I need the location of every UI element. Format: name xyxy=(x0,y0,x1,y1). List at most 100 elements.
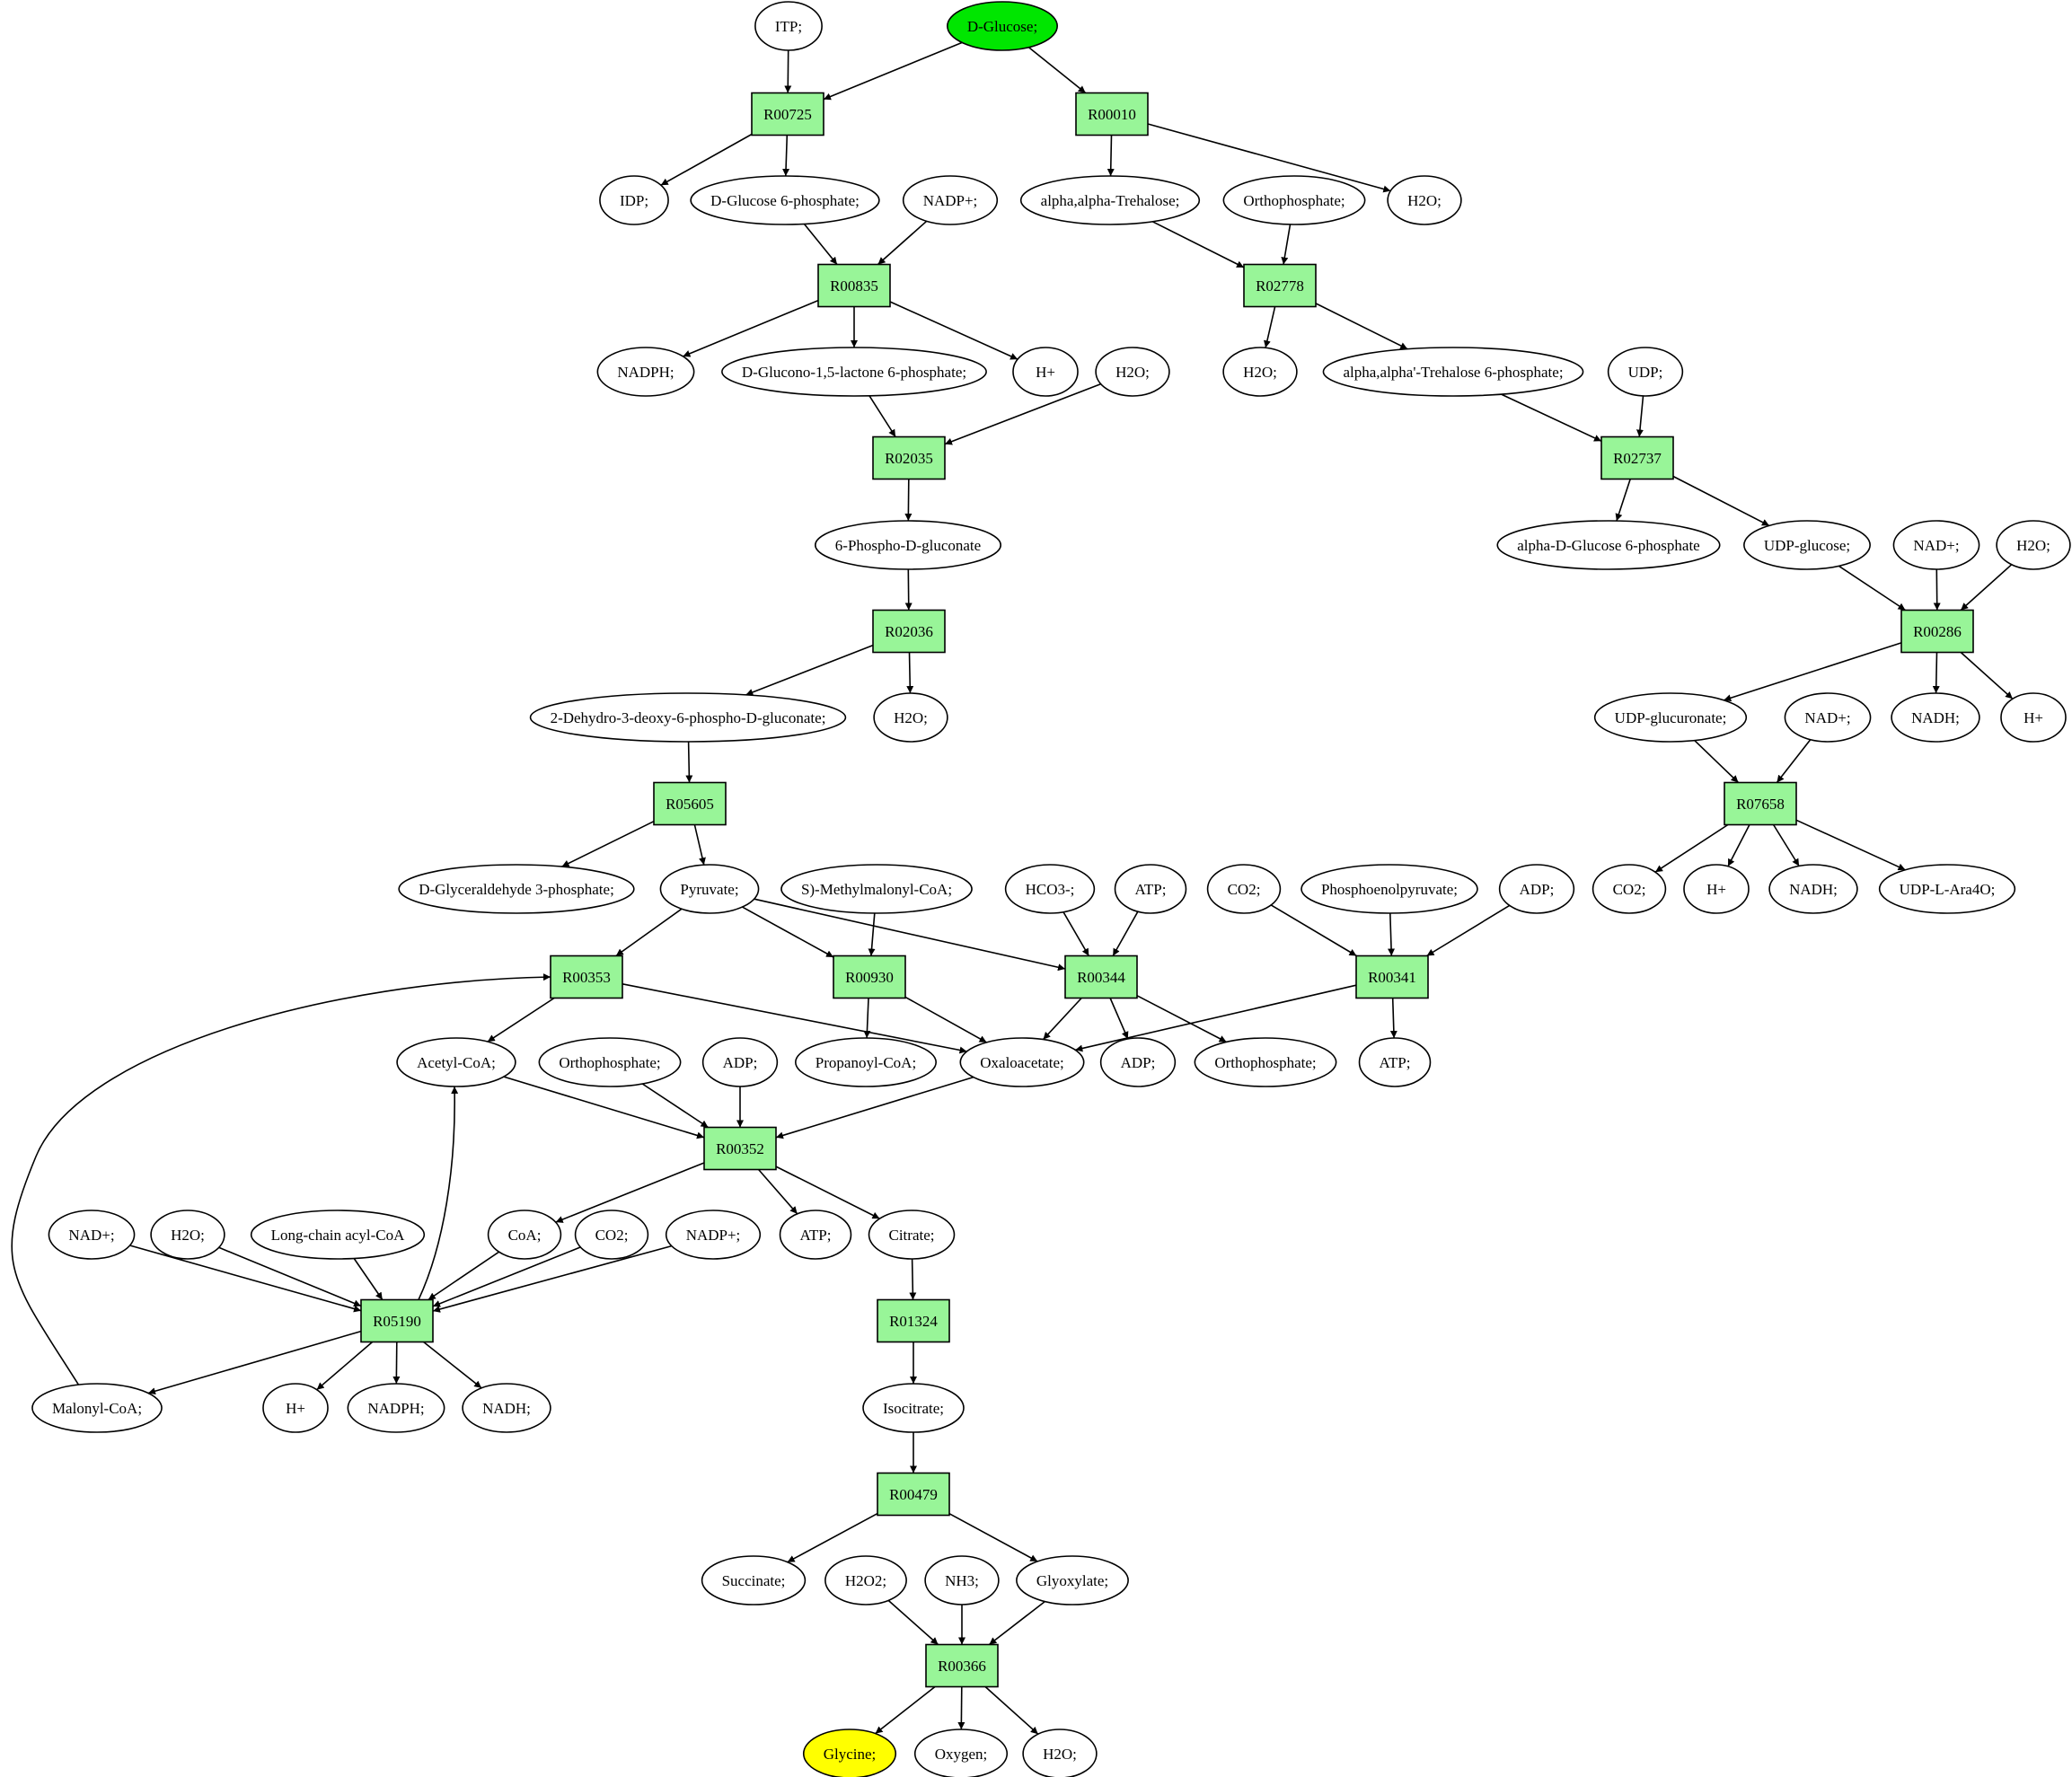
reaction-node-r02778[interactable]: R02778 xyxy=(1243,263,1317,308)
molecule-node-ortho1[interactable]: Orthophosphate; xyxy=(1222,175,1366,225)
molecule-node-acetylcoa[interactable]: Acetyl-CoA; xyxy=(396,1037,516,1087)
molecule-node-udpgluc[interactable]: UDP-glucuronate; xyxy=(1593,692,1748,743)
edge-nadp2-to-r05190 xyxy=(432,1245,673,1313)
edge-r02036-to-kdpg xyxy=(745,644,874,696)
molecule-node-pep[interactable]: Phosphoenolpyruvate; xyxy=(1301,864,1478,914)
molecule-node-co2b[interactable]: CO2; xyxy=(1591,864,1667,914)
molecule-node-nadh3[interactable]: NADH; xyxy=(462,1383,551,1433)
molecule-node-pgluconate[interactable]: 6-Phospho-D-gluconate xyxy=(814,520,1002,570)
molecule-node-nh3[interactable]: NH3; xyxy=(924,1555,1000,1605)
edge-r00835-to-hplus1 xyxy=(889,301,1018,360)
molecule-node-nad3[interactable]: NAD+; xyxy=(48,1210,136,1260)
molecule-node-glyoxylate[interactable]: Glyoxylate; xyxy=(1016,1555,1129,1605)
molecule-ellipse xyxy=(1019,175,1201,225)
molecule-node-gap[interactable]: D-Glyceraldehyde 3-phosphate; xyxy=(398,864,635,914)
reaction-node-r00352[interactable]: R00352 xyxy=(703,1126,777,1171)
molecule-ellipse xyxy=(779,1210,852,1260)
edge-r00286-to-nadh1 xyxy=(1932,652,1940,694)
molecule-node-h2o1[interactable]: H2O; xyxy=(1387,175,1462,225)
molecule-node-atp2[interactable]: ATP; xyxy=(1358,1037,1432,1087)
molecule-label: alpha-D-Glucose 6-phosphate xyxy=(1517,537,1699,554)
molecule-node-hplus1[interactable]: H+ xyxy=(1012,347,1079,397)
molecule-node-coa[interactable]: CoA; xyxy=(487,1210,562,1260)
molecule-node-isocitrate[interactable]: Isocitrate; xyxy=(862,1383,965,1433)
molecule-node-h2o6[interactable]: H2O; xyxy=(150,1210,225,1260)
molecule-node-h2o4[interactable]: H2O; xyxy=(1996,520,2071,570)
reaction-node-r00341[interactable]: R00341 xyxy=(1355,954,1429,999)
molecule-label: H+ xyxy=(286,1400,305,1417)
reaction-node-r00479[interactable]: R00479 xyxy=(877,1472,950,1517)
molecule-node-oaa[interactable]: Oxaloacetate; xyxy=(959,1037,1085,1087)
molecule-node-smmcoa[interactable]: S)-Methylmalonyl-CoA; xyxy=(780,864,973,914)
molecule-node-nadh2[interactable]: NADH; xyxy=(1768,864,1858,914)
molecule-node-nadp1[interactable]: NADP+; xyxy=(902,175,999,225)
molecule-node-itp[interactable]: ITP; xyxy=(754,1,823,51)
molecule-node-h2o2[interactable]: H2O; xyxy=(1095,347,1170,397)
reaction-node-r00010[interactable]: R00010 xyxy=(1075,92,1149,136)
reaction-node-r05190[interactable]: R05190 xyxy=(360,1298,434,1343)
molecule-node-oxygen[interactable]: Oxygen; xyxy=(913,1729,1009,1777)
reaction-node-r00366[interactable]: R00366 xyxy=(925,1643,999,1688)
edge-t6p-to-r02737 xyxy=(1501,393,1602,443)
reaction-node-r07658[interactable]: R07658 xyxy=(1724,781,1797,826)
edge-udpglc-to-r00286 xyxy=(1838,565,1906,611)
molecule-node-nadph1[interactable]: NADPH; xyxy=(596,347,695,397)
molecule-node-adp2[interactable]: ADP; xyxy=(701,1037,779,1087)
molecule-node-citrate[interactable]: Citrate; xyxy=(868,1210,956,1260)
molecule-node-adp1[interactable]: ADP; xyxy=(1498,864,1575,914)
molecule-node-succinate[interactable]: Succinate; xyxy=(701,1555,807,1605)
molecule-node-lcacoa[interactable]: Long-chain acyl-CoA xyxy=(250,1210,426,1260)
molecule-node-co2c[interactable]: CO2; xyxy=(574,1210,649,1260)
molecule-node-glucono[interactable]: D-Glucono-1,5-lactone 6-phosphate; xyxy=(721,347,987,397)
molecule-node-h2o2b[interactable]: H2O2; xyxy=(824,1555,907,1605)
molecule-node-hplus2[interactable]: H+ xyxy=(2000,692,2067,743)
molecule-node-hplus3[interactable]: H+ xyxy=(1683,864,1750,914)
molecule-node-ag6p[interactable]: alpha-D-Glucose 6-phosphate xyxy=(1496,520,1721,570)
molecule-node-adp3[interactable]: ADP; xyxy=(1099,1037,1177,1087)
molecule-node-h2o7[interactable]: H2O; xyxy=(1022,1729,1098,1777)
molecule-node-nadh1[interactable]: NADH; xyxy=(1891,692,1980,743)
molecule-node-udpglc[interactable]: UDP-glucose; xyxy=(1743,520,1871,570)
reaction-node-r00725[interactable]: R00725 xyxy=(751,92,824,136)
reaction-node-r05605[interactable]: R05605 xyxy=(653,781,727,826)
molecule-node-idp[interactable]: IDP; xyxy=(599,175,669,225)
reaction-node-r01324[interactable]: R01324 xyxy=(877,1298,950,1343)
molecule-node-nadp2[interactable]: NADP+; xyxy=(665,1210,762,1260)
molecule-node-dglucose[interactable]: D-Glucose; xyxy=(947,1,1058,51)
reaction-node-r02737[interactable]: R02737 xyxy=(1600,435,1674,480)
molecule-node-udpara[interactable]: UDP-L-Ara4O; xyxy=(1878,864,2016,914)
molecule-node-h2o3[interactable]: H2O; xyxy=(1222,347,1298,397)
edge-r02778-to-t6p xyxy=(1315,303,1408,350)
molecule-node-g6p[interactable]: D-Glucose 6-phosphate; xyxy=(690,175,880,225)
molecule-node-atp3[interactable]: ATP; xyxy=(779,1210,852,1260)
molecule-node-glycine[interactable]: Glycine; xyxy=(802,1729,897,1777)
molecule-node-nadph2[interactable]: NADPH; xyxy=(347,1383,445,1433)
reaction-node-r02035[interactable]: R02035 xyxy=(872,435,946,480)
molecule-node-kdpg[interactable]: 2-Dehydro-3-deoxy-6-phospho-D-gluconate; xyxy=(529,692,847,743)
molecule-node-propcoa[interactable]: Propanoyl-CoA; xyxy=(795,1037,937,1087)
molecule-node-nad1[interactable]: NAD+; xyxy=(1892,520,1980,570)
reaction-node-r00344[interactable]: R00344 xyxy=(1064,954,1138,999)
molecule-node-udp[interactable]: UDP; xyxy=(1607,347,1684,397)
molecule-node-pyruvate[interactable]: Pyruvate; xyxy=(659,864,760,914)
reaction-node-r00353[interactable]: R00353 xyxy=(550,954,623,999)
molecule-node-t6p[interactable]: alpha,alpha'-Trehalose 6-phosphate; xyxy=(1322,347,1584,397)
molecule-node-malonyl[interactable]: Malonyl-CoA; xyxy=(31,1383,163,1433)
reaction-node-r00930[interactable]: R00930 xyxy=(833,954,906,999)
reaction-node-r00835[interactable]: R00835 xyxy=(817,263,891,308)
edge-r00366-to-h2o7 xyxy=(984,1685,1039,1735)
molecule-node-atp1[interactable]: ATP; xyxy=(1114,864,1187,914)
molecule-node-h2o5[interactable]: H2O; xyxy=(873,692,948,743)
molecule-node-trehalose[interactable]: alpha,alpha-Trehalose; xyxy=(1019,175,1201,225)
reaction-node-r02036[interactable]: R02036 xyxy=(872,609,946,654)
molecule-label: 2-Dehydro-3-deoxy-6-phospho-D-gluconate; xyxy=(551,709,826,726)
molecule-node-ortho3[interactable]: Orthophosphate; xyxy=(1194,1037,1337,1087)
molecule-ellipse xyxy=(1892,520,1980,570)
reaction-node-r00286[interactable]: R00286 xyxy=(1900,609,1974,654)
molecule-node-hplus4[interactable]: H+ xyxy=(262,1383,329,1433)
molecule-node-co2a[interactable]: CO2; xyxy=(1206,864,1282,914)
molecule-node-hco3[interactable]: HCO3-; xyxy=(1004,864,1096,914)
molecule-node-ortho2[interactable]: Orthophosphate; xyxy=(538,1037,682,1087)
molecule-node-nad2[interactable]: NAD+; xyxy=(1784,692,1872,743)
edge-r00010-to-trehalose xyxy=(1107,135,1115,177)
